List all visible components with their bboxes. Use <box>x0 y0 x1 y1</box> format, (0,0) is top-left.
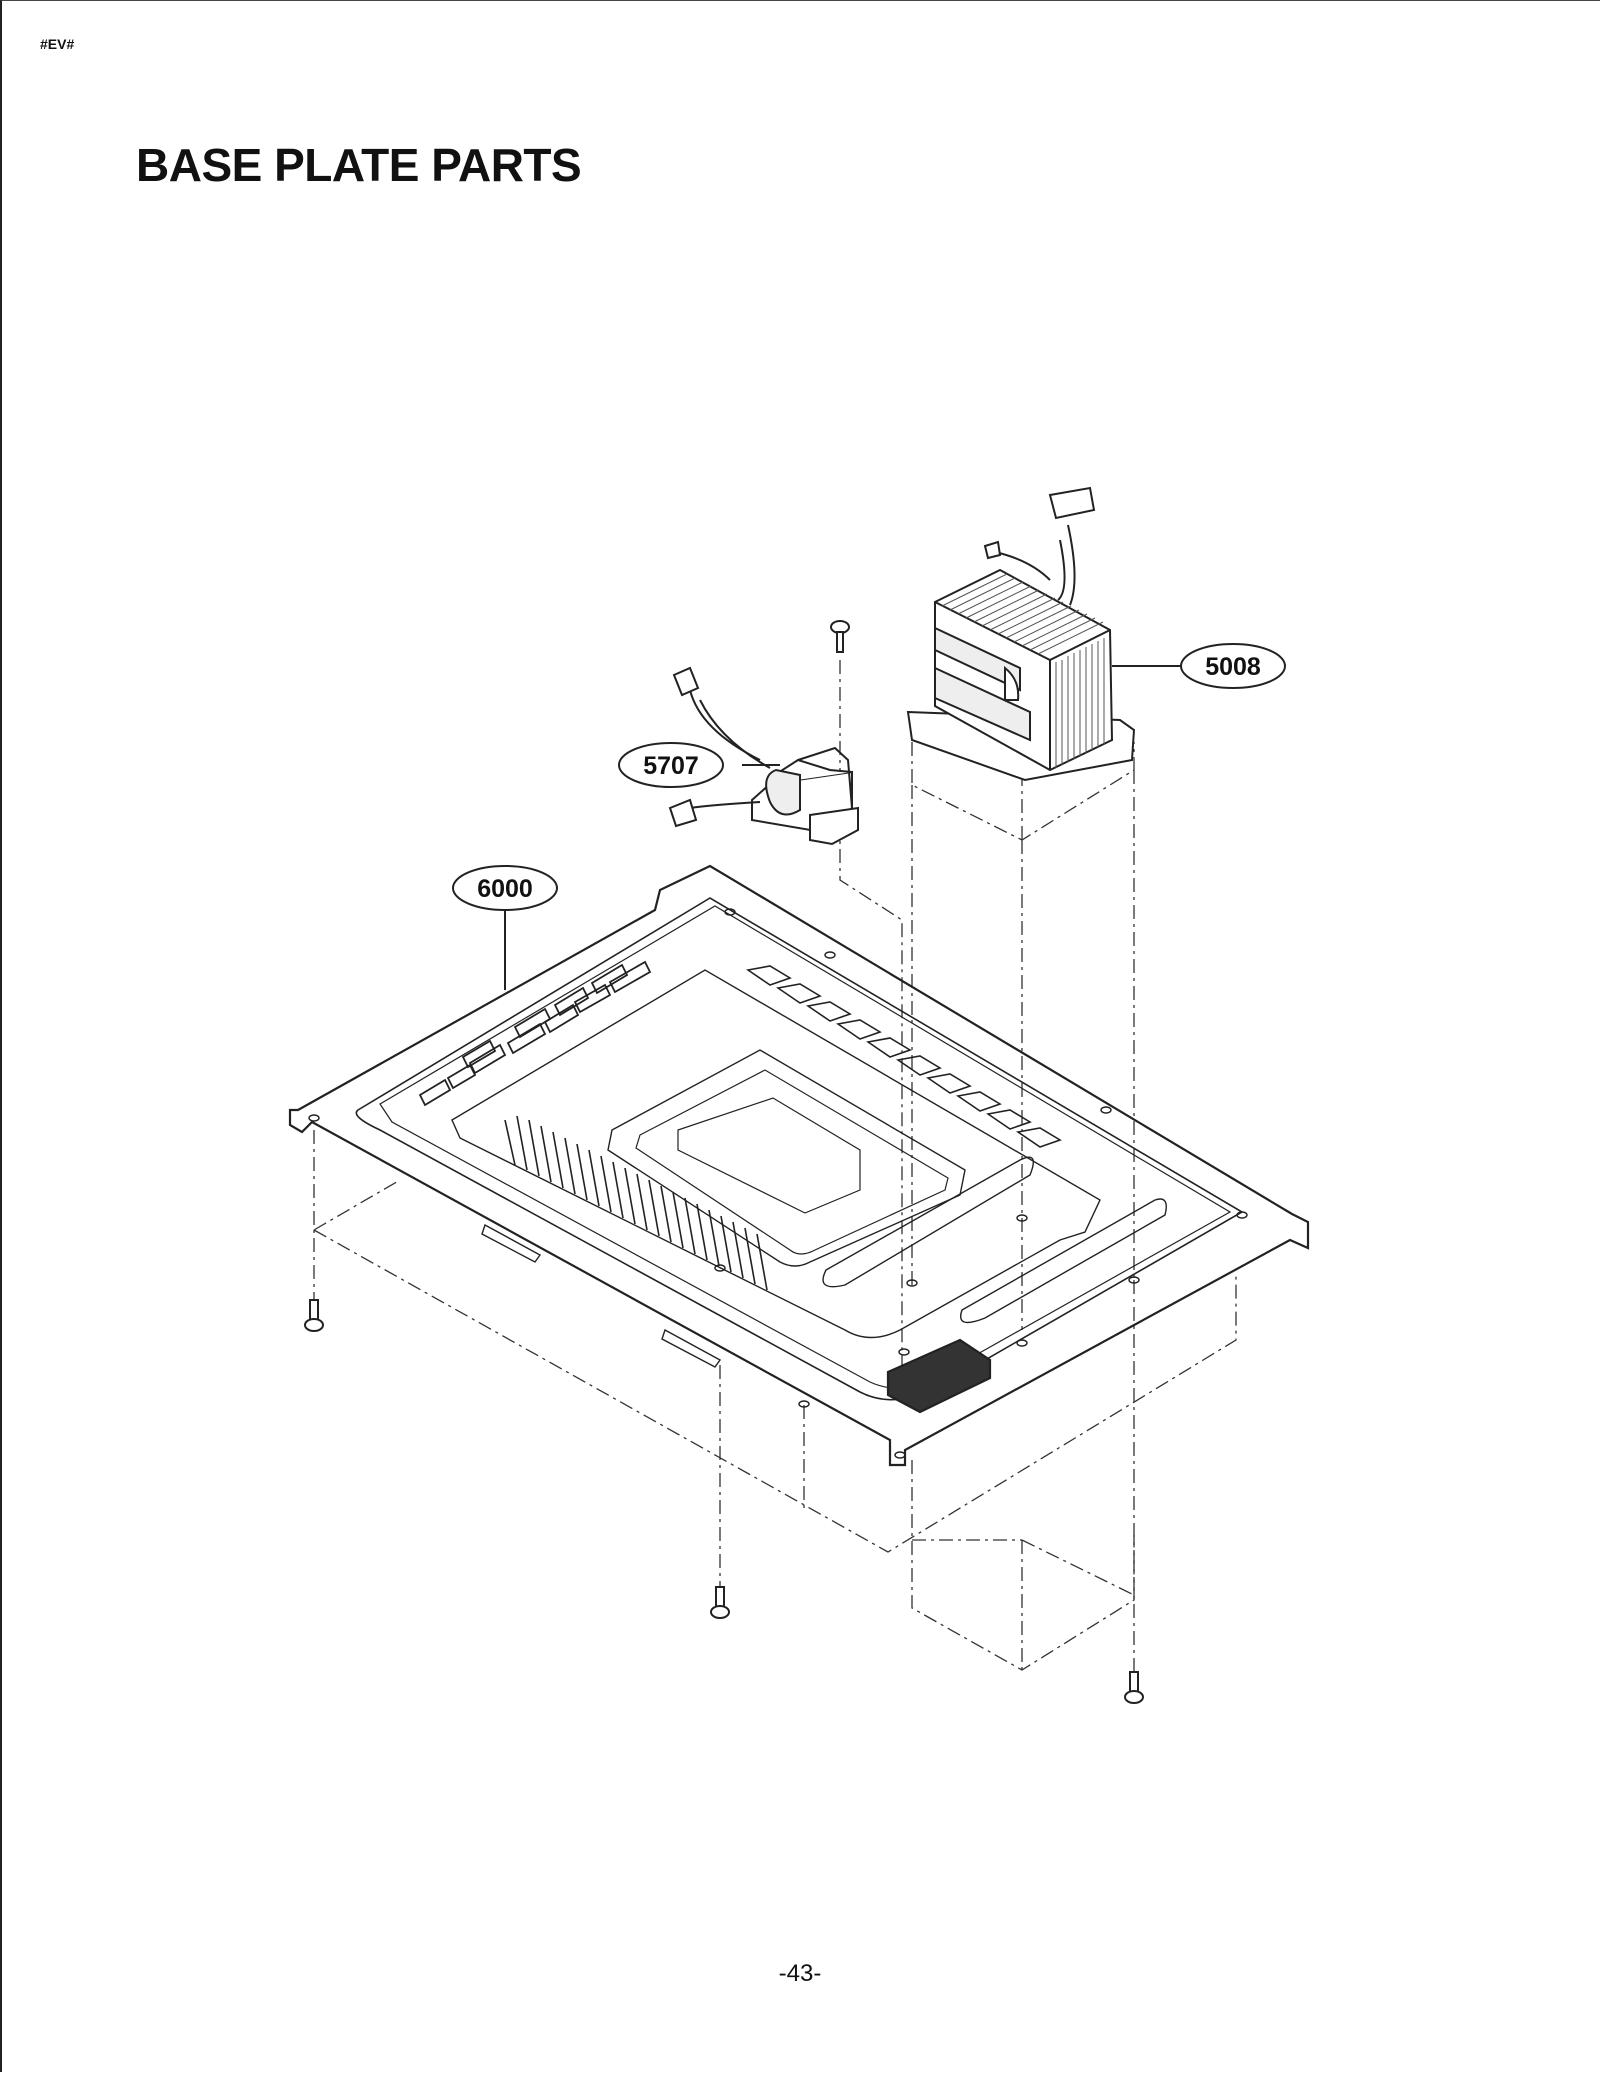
header-code: #EV# <box>40 36 75 52</box>
page-title: BASE PLATE PARTS <box>136 139 582 191</box>
screw-icon <box>710 1586 730 1619</box>
page-number: -43- <box>778 1960 822 1987</box>
base-plate-6000 <box>288 864 1310 1467</box>
callout-label-6000: 6000 <box>477 875 533 903</box>
small-transformer-5707 <box>668 666 859 846</box>
callout-5008: 5008 <box>1180 643 1286 689</box>
main-transformer-5008 <box>906 486 1136 782</box>
callout-label-5008: 5008 <box>1205 653 1261 681</box>
screw-icon <box>830 620 850 653</box>
callout-label-5707: 5707 <box>643 752 699 780</box>
screw-icon <box>304 1299 324 1332</box>
screw-icon <box>1124 1671 1144 1704</box>
callout-6000: 6000 <box>452 865 558 911</box>
callout-5707: 5707 <box>618 742 724 788</box>
